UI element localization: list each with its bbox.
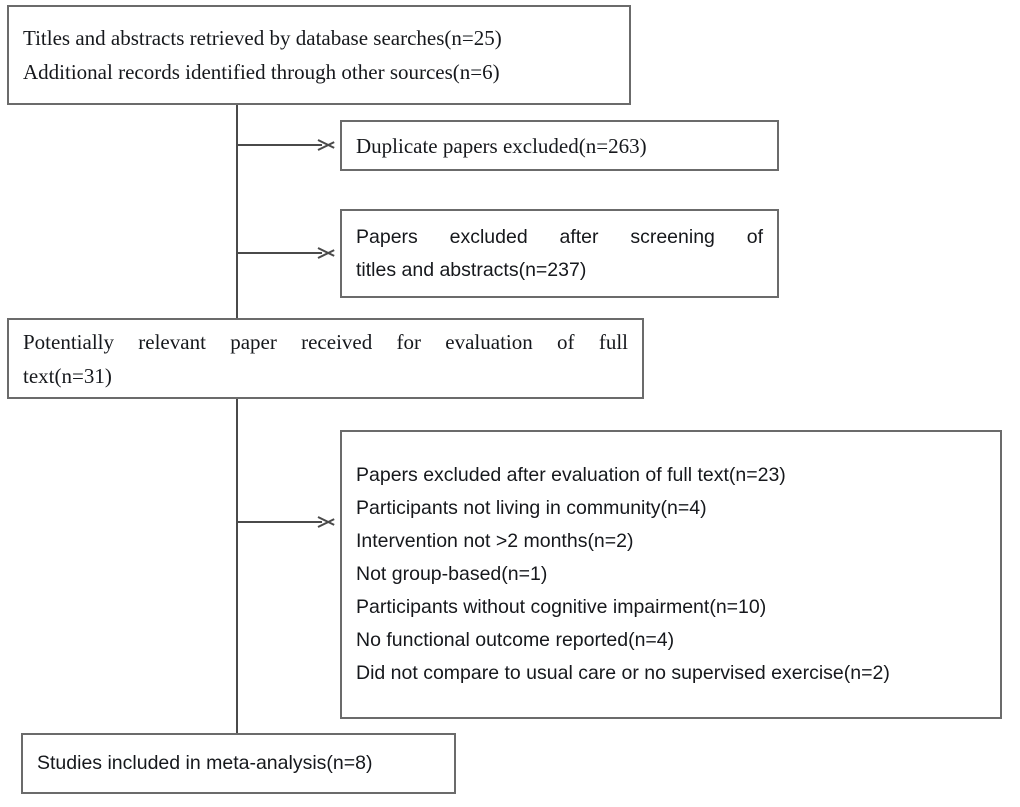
node-line: Intervention not >2 months(n=2): [356, 530, 634, 552]
arrow-right-icon: [318, 244, 334, 262]
node-line: Papers excluded after evaluation of full…: [356, 464, 786, 486]
node-line: Participants not living in community(n=4…: [356, 497, 707, 519]
node-studies-included: Studies included in meta-analysis(n=8): [21, 733, 456, 794]
node-screening-excluded: Papers excluded after screening of title…: [340, 209, 779, 298]
connector-trunk-upper: [236, 104, 238, 319]
arrow-right-icon: [318, 136, 334, 154]
node-line: No functional outcome reported(n=4): [356, 629, 675, 651]
node-potentially-relevant: Potentially relevant paper received for …: [7, 318, 644, 399]
node-line: Did not compare to usual care or no supe…: [356, 662, 890, 684]
arrow-right-icon: [318, 513, 334, 531]
node-line: Not group-based(n=1): [356, 563, 548, 585]
node-duplicates-excluded: Duplicate papers excluded(n=263): [340, 120, 779, 171]
node-line: Titles and abstracts retrieved by databa…: [23, 26, 502, 50]
node-line: Participants without cognitive impairmen…: [356, 596, 767, 618]
node-line: text(n=31): [23, 363, 112, 388]
connector-trunk-lower: [236, 398, 238, 734]
node-line: Additional records identified through ot…: [23, 60, 500, 84]
node-records-retrieved: Titles and abstracts retrieved by databa…: [7, 5, 631, 105]
node-fulltext-excluded: Papers excluded after evaluation of full…: [340, 430, 1002, 719]
node-line: Papers excluded after screening of: [356, 225, 763, 248]
node-line: titles and abstracts(n=237): [356, 258, 587, 281]
connector-branch-to-fulltext: [236, 521, 322, 523]
node-line: Studies included in meta-analysis(n=8): [37, 752, 373, 774]
connector-branch-to-screening: [236, 252, 322, 254]
node-line: Duplicate papers excluded(n=263): [356, 133, 647, 158]
node-line: Potentially relevant paper received for …: [23, 329, 628, 354]
connector-branch-to-duplicates: [236, 144, 322, 146]
